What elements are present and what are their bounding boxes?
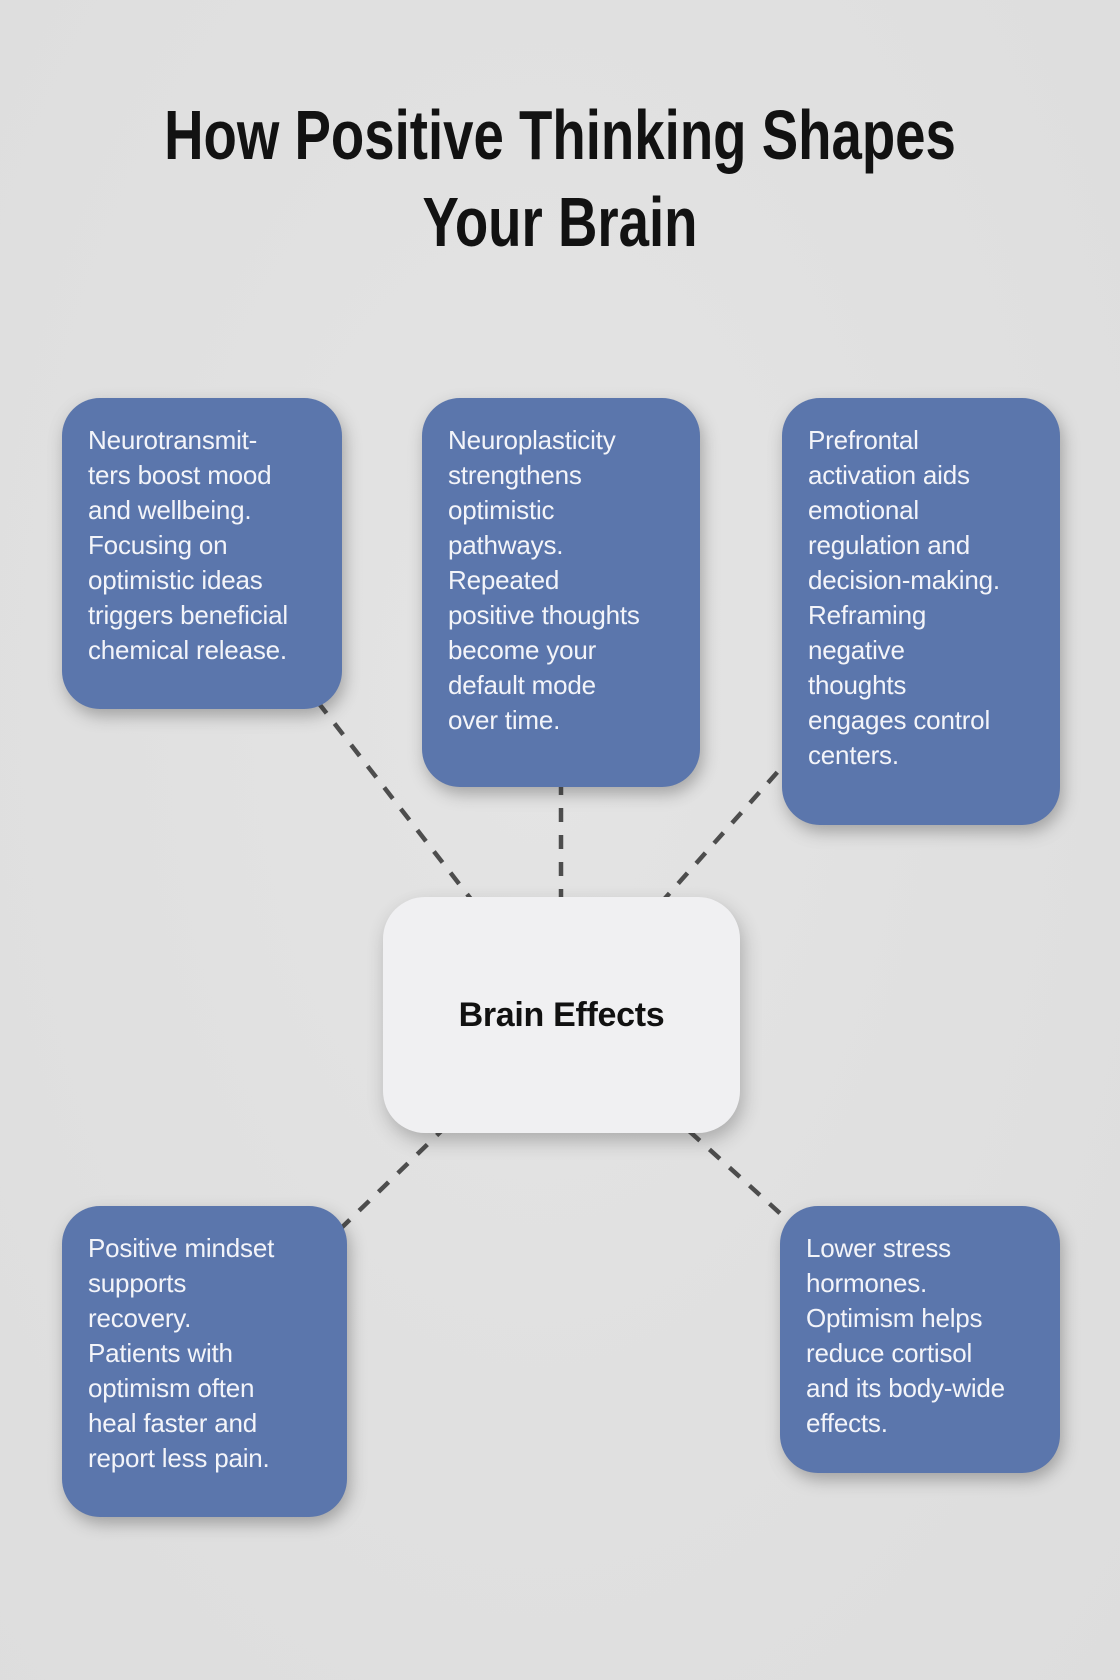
node-prefrontal-activation: Prefrontal activation aids emotional reg… bbox=[782, 398, 1060, 825]
page-title: How Positive Thinking Shapes Your Brain bbox=[164, 96, 956, 261]
node-recovery: Positive mindset supports recovery. Pati… bbox=[62, 1206, 347, 1517]
node-stress-hormones: Lower stress hormones. Optimism helps re… bbox=[780, 1206, 1060, 1473]
central-node: Brain Effects bbox=[383, 897, 740, 1133]
node-neurotransmitters: Neurotransmit- ters boost mood and wellb… bbox=[62, 398, 342, 709]
node-neuroplasticity: Neuroplasticity strengthens optimistic p… bbox=[422, 398, 700, 787]
central-node-label: Brain Effects bbox=[458, 995, 665, 1034]
